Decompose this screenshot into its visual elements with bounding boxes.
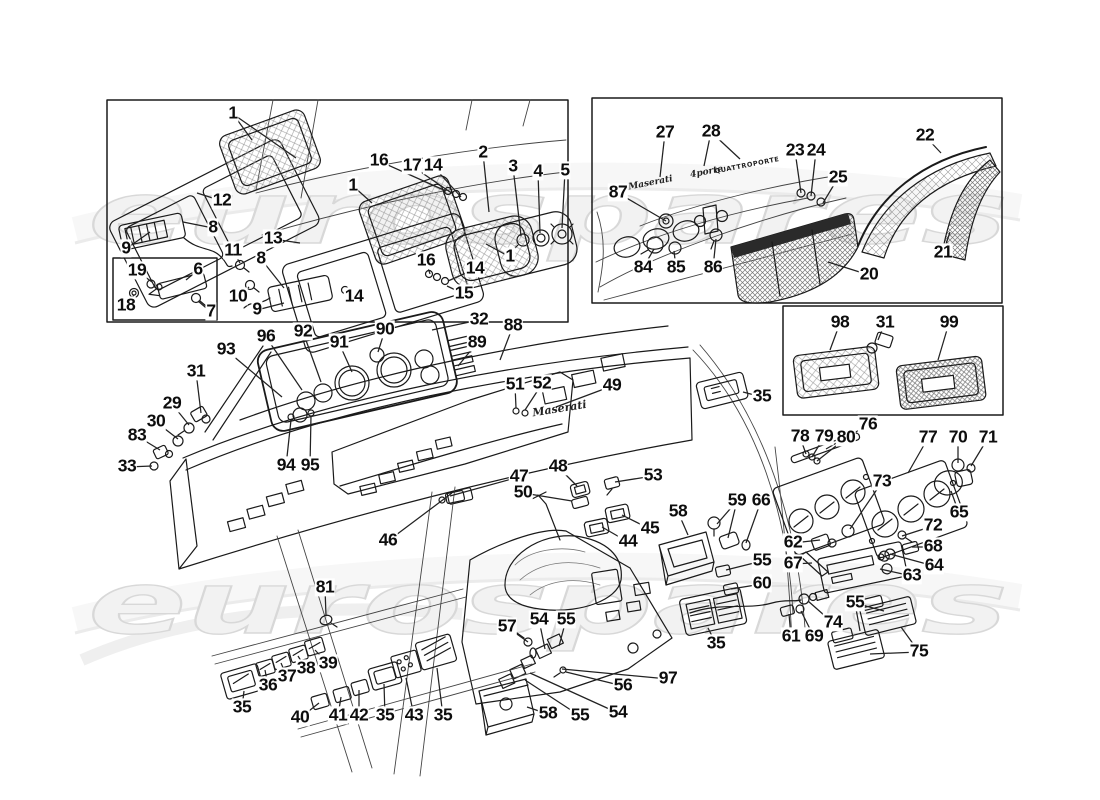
keypad-switch — [390, 649, 422, 679]
radio — [817, 541, 908, 594]
headlamp-gasket — [494, 211, 578, 277]
ignition-switch — [933, 469, 974, 496]
antenna-cable — [689, 599, 802, 614]
side-marker-lamp — [267, 274, 333, 313]
courtesy-lamp — [695, 371, 749, 410]
rear-lamps-section-box: Maserati 4porte QUATTROPORTE — [591, 97, 1003, 304]
dash-maserati-script: Maserati — [530, 398, 587, 420]
bulb — [516, 233, 530, 247]
bulb — [874, 331, 894, 349]
tail-lamp-lens — [730, 213, 859, 304]
marker-lamp-amber — [895, 355, 987, 410]
headlamp-unit — [358, 175, 466, 265]
crash-pad — [331, 371, 574, 495]
tail-lamp-corner-lens — [941, 159, 1001, 261]
center-console — [461, 529, 673, 705]
dash-vent — [414, 633, 458, 671]
tail-lamp-trim — [861, 152, 997, 259]
ashtray-rear — [478, 678, 535, 736]
marker-lamp-clear — [792, 346, 880, 399]
console-vents — [679, 587, 748, 636]
side-marker-lamp — [118, 212, 186, 251]
ashtray-front — [658, 531, 715, 586]
lamp-lens — [148, 272, 208, 300]
rocker-switch-large — [220, 663, 265, 700]
side-lamps-section-box — [782, 305, 1004, 416]
